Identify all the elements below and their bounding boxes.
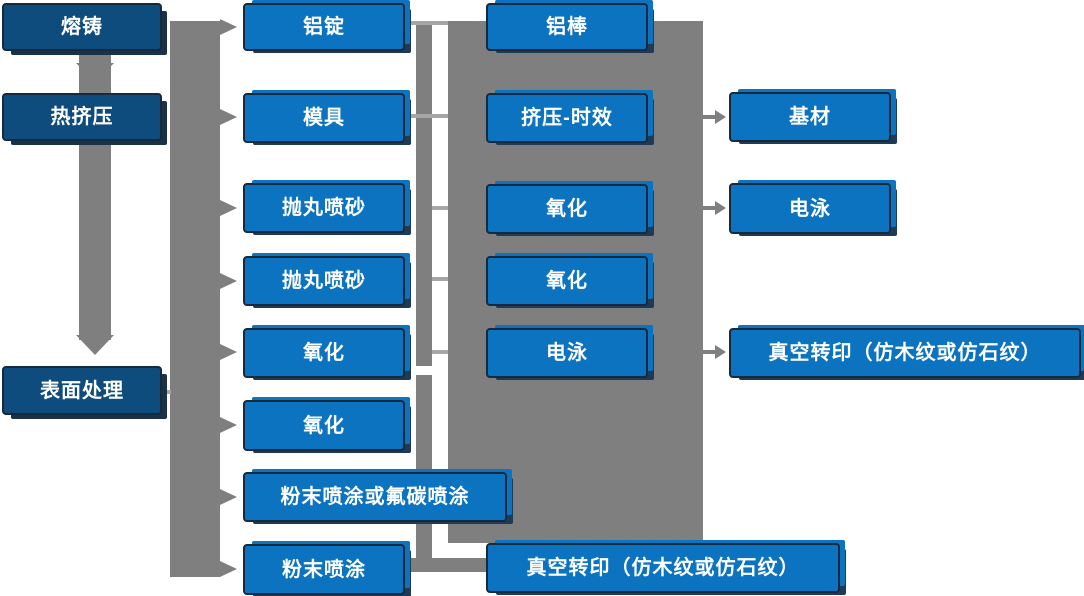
node-powder-or-fluorocarbon: 粉末喷涂或氟碳喷涂 (243, 472, 507, 522)
node-vacuum-transfer-c4: 真空转印（仿木纹或仿石纹） (729, 328, 1081, 378)
node-electrophoresis-c4: 电泳 (729, 183, 891, 234)
node-extrusion-aging: 挤压-时效 (486, 93, 648, 143)
link-line-oxidation-row4 (432, 277, 448, 281)
node-hot-extrusion: 热挤压 (2, 93, 162, 141)
trunk-arrow-aluminum-ingot-icon (220, 19, 237, 35)
node-aluminum-ingot: 铝锭 (243, 3, 405, 51)
band-arrow-vacuum-transfer-shaft (701, 350, 717, 354)
arrow-melt-to-extrusion-icon (76, 63, 114, 83)
powder-to-vacuum-link (405, 558, 487, 572)
node-oxidation-c2-1: 氧化 (243, 328, 405, 378)
stage-distribution-bar (170, 21, 220, 577)
node-surface-treatment: 表面处理 (2, 366, 162, 415)
link-line-oxidation-row3 (432, 206, 448, 210)
node-vacuum-transfer-c3: 真空转印（仿木纹或仿石纹） (486, 543, 840, 593)
node-shot-blasting-2: 抛丸喷砂 (243, 256, 405, 306)
stage-flow-bar (79, 45, 111, 340)
node-electrophoresis-c3: 电泳 (486, 328, 648, 378)
column-link-bar-upper (416, 21, 432, 366)
node-oxidation-c3-2: 氧化 (486, 256, 648, 306)
trunk-arrow-oxidation-2-icon (220, 417, 237, 433)
arrow-extrusion-to-surface-icon (76, 335, 114, 355)
link-line-ingot-rod (406, 21, 448, 25)
band-arrow-vacuum-transfer-icon (715, 345, 726, 359)
trunk-arrow-oxidation-1-icon (220, 344, 237, 360)
node-shot-blasting-1: 抛丸喷砂 (243, 183, 405, 233)
band-arrow-base-material-shaft (701, 115, 717, 119)
band-arrow-electrophoresis-shaft (701, 206, 717, 210)
trunk-arrow-shot-blasting-2-icon (220, 273, 237, 289)
surface-treatment-link-line (162, 390, 171, 394)
node-mold: 模具 (243, 93, 405, 143)
trunk-arrow-powder-fluorocarbon-icon (220, 489, 237, 505)
trunk-arrow-shot-blasting-1-icon (220, 200, 237, 216)
node-oxidation-c3-1: 氧化 (486, 184, 648, 234)
node-base-material: 基材 (729, 92, 891, 142)
node-aluminum-rod: 铝棒 (486, 3, 648, 51)
band-arrow-base-material-icon (715, 110, 726, 124)
node-oxidation-c2-2: 氧化 (243, 400, 405, 451)
link-line-electrophoresis-row5 (432, 350, 448, 354)
node-powder-coating: 粉末喷涂 (243, 544, 405, 595)
node-melt-casting: 熔铸 (2, 3, 162, 51)
band-arrow-electrophoresis-icon (715, 201, 726, 215)
trunk-arrow-powder-coating-icon (220, 561, 237, 577)
trunk-arrow-mold-icon (220, 109, 237, 125)
link-line-mold-extrusion (406, 114, 448, 118)
